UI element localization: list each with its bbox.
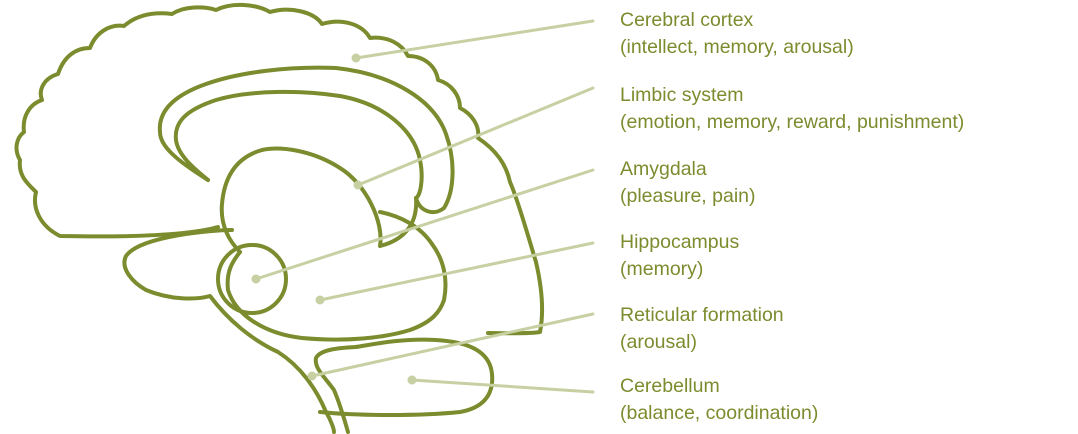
label-reticular-formation: Reticular formation (arousal): [620, 302, 1075, 356]
dot-hippocampus: [316, 296, 325, 305]
label-desc: (arousal): [620, 329, 1075, 356]
limbic-outer-arch: [160, 68, 453, 212]
label-name: Limbic system: [620, 82, 1075, 109]
label-desc: (balance, coordination): [620, 400, 1075, 427]
label-desc: (intellect, memory, arousal): [620, 34, 1075, 61]
label-name: Amygdala: [620, 156, 1075, 183]
brainstem-front-outline: [124, 230, 334, 432]
leader-reticular: [312, 314, 593, 376]
label-cerebellum: Cerebellum (balance, coordination): [620, 373, 1075, 427]
label-cerebral-cortex: Cerebral cortex (intellect, memory, arou…: [620, 7, 1075, 61]
label-name: Cerebral cortex: [620, 7, 1075, 34]
label-amygdala: Amygdala (pleasure, pain): [620, 156, 1075, 210]
label-name: Cerebellum: [620, 373, 1075, 400]
dot-limbic-system: [354, 181, 363, 190]
dot-amygdala: [252, 275, 261, 284]
brain-outer-outline: [17, 5, 543, 333]
label-hippocampus: Hippocampus (memory): [620, 229, 1075, 283]
leader-cerebellum: [412, 380, 593, 392]
brainstem-back-outline: [316, 347, 356, 432]
limbic-inner-arch: [176, 92, 422, 198]
label-desc: (memory): [620, 256, 1075, 283]
leader-limbic-system: [358, 88, 593, 185]
label-limbic-system: Limbic system (emotion, memory, reward, …: [620, 82, 1075, 136]
dot-cerebral-cortex: [352, 54, 361, 63]
label-name: Hippocampus: [620, 229, 1075, 256]
dot-reticular: [308, 372, 317, 381]
leader-hippocampus: [320, 243, 593, 300]
label-desc: (pleasure, pain): [620, 183, 1075, 210]
dot-cerebellum: [408, 376, 417, 385]
cerebellum-outline: [320, 340, 492, 415]
leader-amygdala: [256, 170, 593, 279]
label-desc: (emotion, memory, reward, punishment): [620, 109, 1075, 136]
label-name: Reticular formation: [620, 302, 1075, 329]
